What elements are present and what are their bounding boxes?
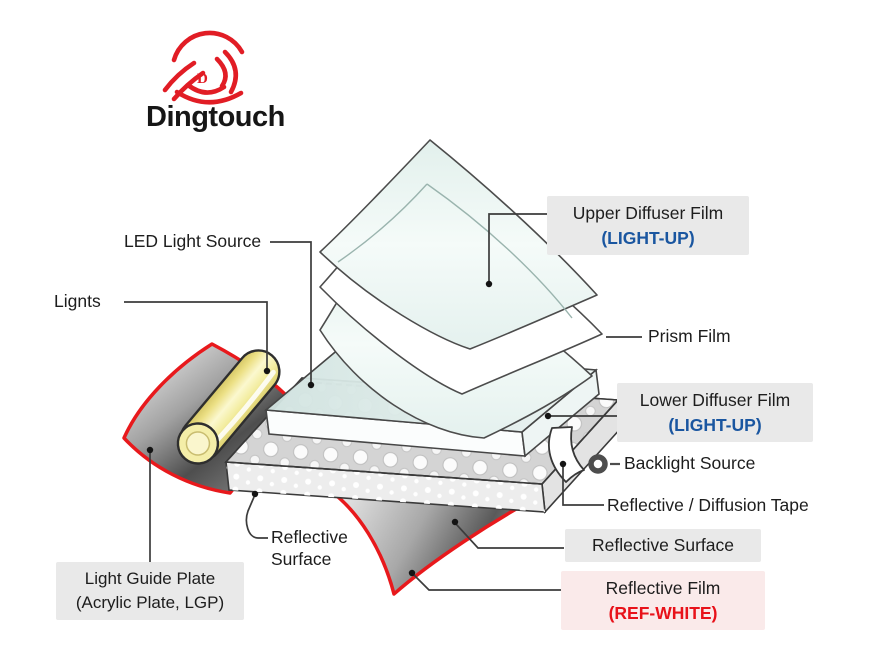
label-box-reflective-film: Reflective Film (REF-WHITE) [561, 571, 765, 630]
leader-dots [146, 280, 567, 577]
label-box-upper-diffuser: Upper Diffuser Film (LIGHT-UP) [547, 196, 749, 255]
backlight-source-icon [588, 454, 620, 474]
diffusion-tape-shape [548, 426, 585, 483]
lgp-subtitle: (Acrylic Plate, LGP) [75, 592, 225, 612]
label-reflective-surface-left-line1: Reflective [271, 527, 348, 547]
label-box-reflective-surface: Reflective Surface [565, 529, 761, 562]
leader-lines [124, 213, 642, 591]
lgp-title: Light Guide Plate [84, 569, 216, 588]
reflective-film-title: Reflective Film [605, 578, 721, 598]
label-reflective-surface-left: Reflective Surface [271, 527, 348, 571]
label-box-lower-diffuser: Lower Diffuser Film (LIGHT-UP) [617, 383, 813, 442]
upper-diffuser-title: Upper Diffuser Film [572, 203, 724, 223]
label-led-light-source: LED Light Source [124, 231, 262, 251]
led-tube-shape [176, 349, 281, 465]
upper-diffuser-film-shape [319, 139, 598, 350]
label-reflective-surface-left-line2: Surface [271, 548, 332, 569]
label-backlight-source: Backlight Source [624, 453, 756, 473]
label-box-light-guide-plate: Light Guide Plate (Acrylic Plate, LGP) [56, 562, 244, 620]
label-reflective-diffusion-tape: Reflective / Diffusion Tape [607, 495, 809, 515]
label-prism-film: Prism Film [648, 326, 731, 346]
lower-diffuser-subtitle: (LIGHT-UP) [668, 414, 762, 435]
label-lignts: Lignts [54, 291, 101, 311]
logo-monogram: D [197, 71, 208, 87]
lower-diffuser-title: Lower Diffuser Film [639, 390, 791, 410]
brand-wordmark: Dingtouch [146, 101, 285, 133]
upper-diffuser-subtitle: (LIGHT-UP) [601, 227, 695, 248]
reflective-film-subtitle: (REF-WHITE) [608, 602, 718, 623]
dingtouch-logo-icon: D [162, 30, 245, 105]
